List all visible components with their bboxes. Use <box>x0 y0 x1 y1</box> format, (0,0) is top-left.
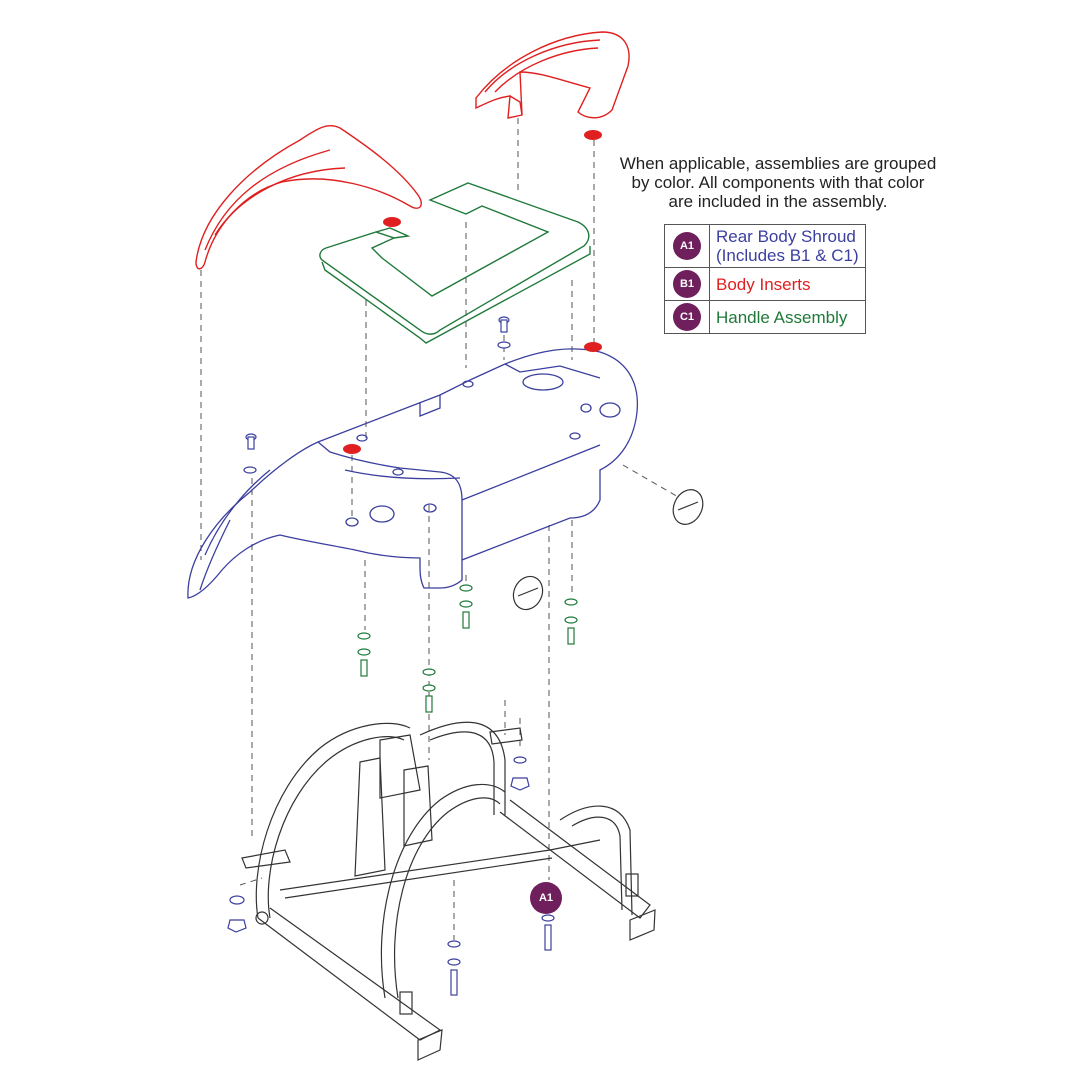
end-cap-center <box>512 575 544 611</box>
legend-row-c1: C1 Handle Assembly <box>664 300 866 334</box>
legend-badge-c1: C1 <box>673 303 701 331</box>
insert-marker-shroud-right <box>584 342 602 352</box>
legend-badge-a1: A1 <box>673 232 701 260</box>
hardware-green <box>357 584 578 713</box>
legend-label-b1: Body Inserts <box>716 274 811 294</box>
note-line-1: When applicable, assemblies are grouped <box>619 154 937 173</box>
legend-row-b1: B1 Body Inserts <box>664 267 866 301</box>
insert-marker-left <box>383 217 401 227</box>
assembly-color-note: When applicable, assemblies are grouped … <box>578 154 978 211</box>
legend-sublabel-a1: (Includes B1 & C1) <box>716 246 859 265</box>
note-line-2: by color. All components with that color <box>631 173 925 192</box>
hardware-blue <box>227 316 555 996</box>
callout-badge-a1: A1 <box>530 882 562 914</box>
body-insert-left <box>195 124 422 270</box>
body-insert-right <box>475 31 630 119</box>
note-line-3: are included in the assembly. <box>668 192 888 211</box>
rear-body-shroud <box>187 348 639 599</box>
handle-assembly <box>319 182 591 344</box>
assembly-legend: A1 Rear Body Shroud (Includes B1 & C1) B… <box>664 224 866 334</box>
insert-marker-shroud-left <box>343 444 361 454</box>
assembly-guide-lines <box>200 118 681 940</box>
legend-label-c1: Handle Assembly <box>716 307 848 327</box>
insert-marker-right <box>584 130 602 140</box>
legend-row-a1: A1 Rear Body Shroud (Includes B1 & C1) <box>664 224 866 268</box>
legend-label-a1: Rear Body Shroud <box>716 227 856 246</box>
frame <box>241 721 656 1061</box>
end-cap-right <box>672 489 704 525</box>
legend-badge-b1: B1 <box>673 270 701 298</box>
